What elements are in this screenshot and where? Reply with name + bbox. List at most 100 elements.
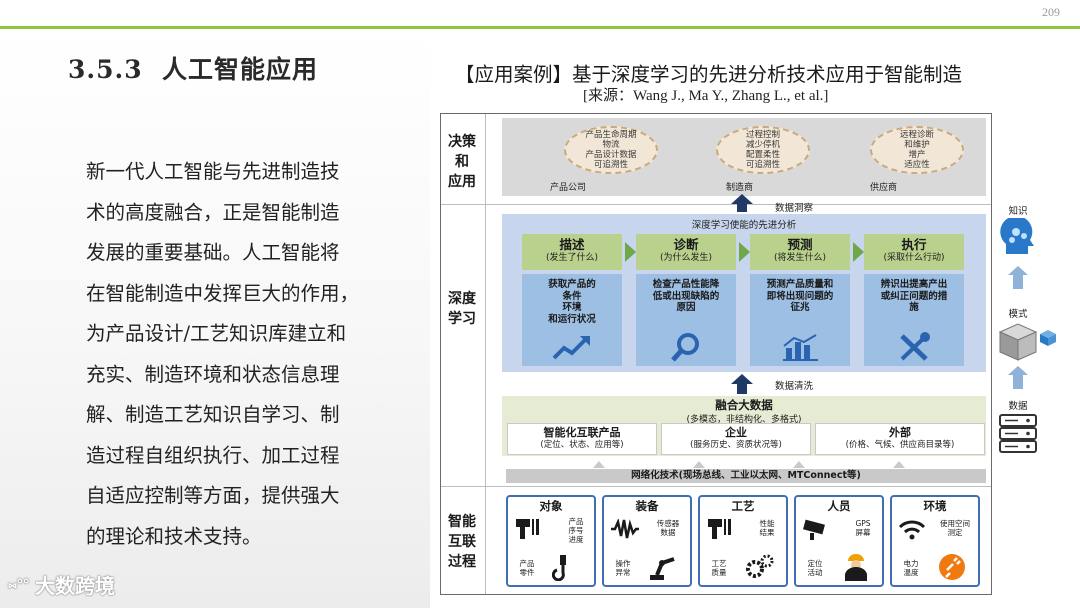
iot-text: 工艺 质量 [704,559,734,577]
decision-label: 供应商 [870,180,897,193]
deep-learning-band: 深度学习使能的先进分析 描述 (发生了什么) 诊断 (为什么发生) 预测 (将发… [502,214,986,372]
step-subtitle: (为什么发生) [636,253,736,264]
arrow-up-icon [693,461,705,468]
cloud-line: 增产 [872,150,962,160]
source-box: 外部 (价格、气候、供应商目录等) [815,423,985,455]
signal-wave-icon [610,519,640,539]
iot-text: 性能 结果 [750,519,784,537]
row-label-char: 互联 [445,532,479,552]
decision-cloud: 过程控制 减少停机 配置柔性 可追溯性 [716,126,810,174]
row-label-char: 学习 [445,309,479,329]
row-label-deep-learning: 深度 学习 [445,289,479,329]
body-line: 术的高度融合，正是智能制造 [86,193,416,234]
step-title: 执行 [864,236,964,253]
pattern-label: 模式 [996,306,1040,320]
chevron-right-icon [625,242,636,262]
row-divider [441,204,991,205]
body-line: 充实、制造环境和状态信息理 [86,355,416,396]
row-label-char: 和 [445,152,479,172]
iot-title: 人员 [796,498,882,514]
row-label-char: 智能 [445,512,479,532]
source-box: 智能化互联产品 (定位、状态、应用等) [507,423,657,455]
iot-text: 电力 温度 [896,559,926,577]
iot-text-line: GPS [846,519,880,528]
cube-grid-icon [996,322,1058,362]
watermark-logo: ⑅°° [8,576,29,594]
cloud-line: 物流 [566,140,656,150]
iot-text: 产品 零件 [512,559,542,577]
body-line: 造过程自组织执行、加工过程 [86,436,416,477]
trend-up-icon [550,332,594,362]
top-accent-bar [0,26,1080,29]
iot-text-line: 异常 [608,568,638,577]
source-box: 企业 (服务历史、资质状况等) [661,423,811,455]
row-label-char: 深度 [445,289,479,309]
section-title: 3.5.3 人工智能应用 [68,50,318,86]
iot-text-line: 数据 [648,528,688,537]
body-line: 在智能制造中发挥巨大的作用， [86,274,416,315]
knowledge-column: 知识 模式 数据 [996,200,1060,460]
data-cleaning-label: 数据清洗 [775,378,813,392]
iot-text-line: 使用空间 [932,519,978,528]
arrow-up-icon [1008,266,1028,275]
cloud-line: 配置柔性 [718,150,808,160]
arrow-up-icon [1008,366,1028,375]
row-label-char: 应用 [445,172,479,192]
wifi-icon [898,519,926,541]
step-body: 辨识出提高产出 或纠正问题的措 施 [864,274,964,366]
robot-arm-icon [648,553,678,581]
case-title: 【应用案例】基于深度学习的先进分析技术应用于智能制造 [455,58,962,87]
iot-text-line: 电力 [896,559,926,568]
step-header: 诊断 (为什么发生) [636,234,736,270]
page-number: 209 [1042,5,1060,20]
iot-box-process: 工艺 性能 结果 工艺 质量 [698,495,788,587]
server-icon [998,413,1038,455]
cloud-line: 减少停机 [718,140,808,150]
source-subtitle: (价格、气候、供应商目录等) [816,439,984,451]
step-subtitle: (发生了什么) [522,253,622,264]
arrow-up-icon [593,461,605,468]
step-body-line: 即将出现问题的 [750,291,850,303]
cloud-line: 可追溯性 [566,160,656,170]
body-paragraph: 新一代人工智能与先进制造技 术的高度融合，正是智能制造 发展的重要基础。人工智能… [86,152,416,557]
row-label-iot: 智能 互联 过程 [445,512,479,572]
step-subtitle: (将发生什么) [750,253,850,264]
cloud-line: 产品生命周期 [566,130,656,140]
iot-text-line: 质量 [704,568,734,577]
watermark-text: 大数跨境 [35,570,115,599]
step-title: 描述 [522,236,622,253]
step-body-line: 低或出现缺陷的 [636,291,736,303]
iot-text: 操作 异常 [608,559,638,577]
iot-text: GPS 屏幕 [846,519,880,537]
magnifier-icon [664,332,708,362]
step-title: 预测 [750,236,850,253]
deep-learning-title: 深度学习使能的先进分析 [502,217,986,231]
iot-title: 工艺 [700,498,786,514]
cloud-line: 和维护 [872,140,962,150]
knowledge-label: 知识 [996,203,1040,217]
iot-text: 定位 活动 [800,559,830,577]
iot-text-line: 产品 [512,559,542,568]
gears-icon [744,553,774,581]
body-line: 解、制造工艺知识自学习、制 [86,395,416,436]
decision-cloud: 产品生命周期 物流 产品设计数据 可追溯性 [564,126,658,174]
source-title: 外部 [816,426,984,439]
step-body-line: 获取产品的 [522,279,622,291]
step-body: 检查产品性能降 低或出现缺陷的 原因 [636,274,736,366]
cloud-line: 可追溯性 [718,160,808,170]
arrow-up-icon [893,461,905,468]
iot-box-environment: 环境 使用空间 测定 电力 温度 [890,495,980,587]
section-number: 3.5.3 [68,55,143,84]
row-label-decision: 决策 和 应用 [445,132,479,192]
decision-cloud: 远程诊断 和维护 增产 适应性 [870,126,964,174]
data-label: 数据 [996,398,1040,412]
watermark: ⑅°° 大数跨境 [8,570,115,599]
step-body-line: 或纠正问题的措 [864,291,964,303]
iot-text-line: 工艺 [704,559,734,568]
body-line: 为产品设计/工艺知识库建立和 [86,314,416,355]
arrow-stem [737,204,747,212]
iot-text-line: 序号 [558,526,594,535]
iot-box-personnel: 人员 GPS 屏幕 定位 活动 [794,495,884,587]
step-body-line: 施 [864,302,964,314]
case-source: [来源：Wang J., Ma Y., Zhang L., et al.] [583,84,828,105]
